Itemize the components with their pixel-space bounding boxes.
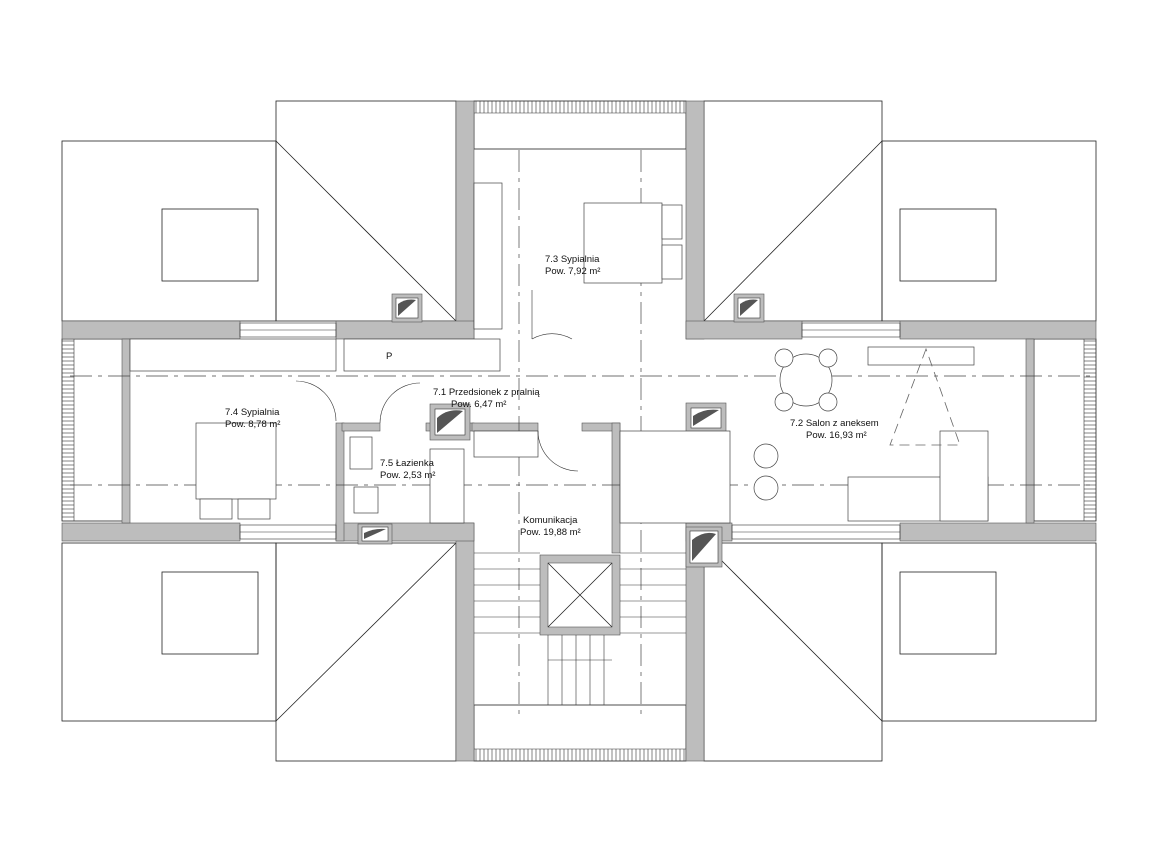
wall-windows bbox=[239, 322, 901, 540]
room-area-komunikacja: Pow. 19,88 m² bbox=[520, 527, 581, 538]
doors bbox=[295, 290, 579, 472]
stairs bbox=[474, 552, 686, 705]
room-area-7-3: Pow. 7,92 m² bbox=[545, 266, 600, 277]
room-labels: 7.3 Sypialnia Pow. 7,92 m² 7.1 Przedsion… bbox=[225, 254, 879, 538]
room-area-7-2: Pow. 16,93 m² bbox=[806, 430, 867, 441]
room-area-7-5: Pow. 2,53 m² bbox=[380, 470, 435, 481]
room-name-7-2: 7.2 Salon z aneksem bbox=[790, 418, 879, 429]
washer-mark: P bbox=[386, 351, 392, 362]
room-name-7-1: 7.1 Przedsionek z pralnią bbox=[433, 387, 540, 398]
room-area-7-4: Pow. 8,78 m² bbox=[225, 419, 280, 430]
vent-shafts bbox=[357, 293, 765, 564]
furniture: P bbox=[129, 182, 989, 524]
walls bbox=[61, 100, 1097, 762]
room-name-7-5: 7.5 Łazienka bbox=[380, 458, 435, 469]
room-area-7-1: Pow. 6,47 m² bbox=[451, 399, 506, 410]
room-name-7-3: 7.3 Sypialnia bbox=[545, 254, 600, 265]
roof-windows bbox=[161, 208, 997, 655]
room-name-komunikacja: Komunikacja bbox=[523, 515, 578, 526]
roof-outline bbox=[61, 100, 1097, 762]
room-name-7-4: 7.4 Sypialnia bbox=[225, 407, 280, 418]
